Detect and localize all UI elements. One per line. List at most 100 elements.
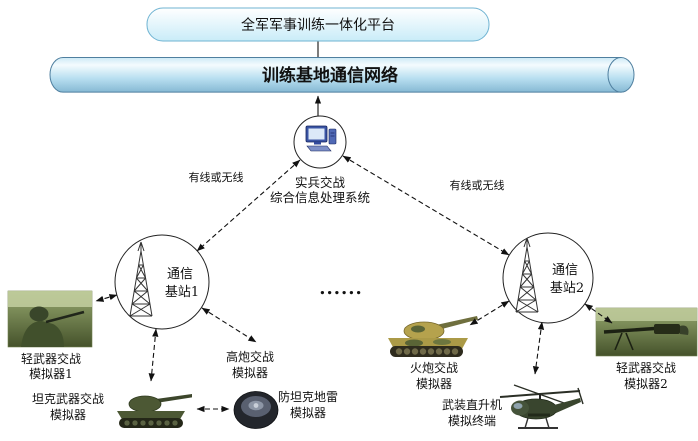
tank-wheel (123, 419, 131, 427)
machine-gun-body (654, 324, 680, 334)
station1-circle (114, 234, 210, 330)
heli-skid-strut (524, 417, 529, 429)
label-line2: 模拟器2 (624, 377, 668, 391)
artillery-camo-patch (405, 339, 423, 347)
link-processing-station1 (196, 159, 301, 252)
tank-wheel (155, 419, 163, 427)
bus-body (49, 57, 622, 93)
soldier-helmet (29, 306, 49, 322)
gunner-silhouette (680, 325, 689, 335)
keyboard (306, 145, 332, 152)
mine-fuze (253, 403, 259, 408)
machine-gun-barrel (603, 326, 663, 334)
station1-label-line1: 通信 (167, 267, 193, 282)
station2-label-line1: 通信 (552, 263, 578, 278)
link-processing-station2 (342, 155, 510, 256)
station1-label-line2: 基站1 (165, 285, 199, 300)
soldier-body (21, 321, 64, 347)
antenna-tower-icon (129, 241, 153, 317)
artillery-camo-patch (433, 339, 451, 345)
label-line2: 模拟器 (290, 406, 326, 420)
network-bus: 训练基地通信网络 (49, 57, 635, 93)
label-line1: 防坦克地雷 (278, 389, 338, 404)
bipod-leg (614, 332, 623, 351)
ellipsis-more-stations: ...... (319, 278, 363, 299)
attack-helicopter-image (499, 384, 584, 429)
artillery-barrel (436, 316, 478, 330)
platform-title: 全军军事训练一体化平台 (241, 17, 395, 34)
tank-wheel (147, 419, 155, 427)
light-weapons-photo-2 (595, 307, 698, 357)
antitank-mine-label: 防坦克地雷 模拟器 (278, 389, 338, 420)
label-line2: 模拟器 (50, 408, 86, 422)
processing-system-node: 实兵交战 综合信息处理系统 (270, 115, 370, 205)
label-line1: 轻武器交战 (616, 360, 676, 375)
bus-title: 训练基地通信网络 (262, 65, 398, 86)
artillery-wheel (435, 348, 443, 355)
processing-label-line1: 实兵交战 (295, 175, 346, 190)
aa-gun-label: 高炮交战 模拟器 (226, 349, 274, 380)
rifle (45, 310, 85, 324)
link-station2-artillery (469, 300, 510, 326)
artillery-wheel (427, 348, 435, 355)
bipod-leg (625, 332, 634, 351)
platform-box (146, 7, 490, 42)
label-line2: 模拟器 (416, 377, 452, 391)
artillery-wheel (411, 348, 419, 355)
label-line2: 模拟器 (232, 366, 268, 380)
artillery-wheel (419, 348, 427, 355)
artillery-wheel (451, 348, 459, 355)
antitank-mine-image (233, 391, 279, 429)
heli-canopy (513, 403, 523, 409)
platform-node: 全军军事训练一体化平台 (146, 7, 490, 42)
system-unit (328, 128, 337, 145)
heli-tail-boom (554, 398, 581, 413)
artillery-camo-patch (411, 325, 425, 333)
photo-sky (8, 291, 92, 307)
artillery-wheel (443, 348, 451, 355)
tank-barrel (156, 394, 192, 403)
label-line1: 轻武器交战 (21, 351, 81, 366)
base-station-1-node: 通信 基站1 (114, 234, 210, 330)
heli-skid-strut (545, 417, 550, 429)
bus-end-cap (607, 57, 635, 93)
heli-tail-rotor (577, 387, 584, 405)
link-station1-tank (148, 328, 159, 382)
link-station2-light-weapons-2 (584, 303, 613, 324)
computer-icon (305, 125, 337, 152)
processing-label-line2: 综合信息处理系统 (270, 190, 370, 205)
photo-sky (596, 308, 697, 321)
artillery-wheel (395, 348, 403, 355)
artillery-turret (403, 321, 445, 341)
artillery-wheel (403, 348, 411, 355)
label-line1: 武装直升机 (442, 398, 502, 412)
tank-image (117, 394, 192, 428)
tank-wheel (139, 419, 147, 427)
artillery-tank-image (388, 316, 478, 357)
monitor-screen (308, 128, 325, 140)
tank-weapons-label: 坦克武器交战 模拟器 (32, 391, 104, 422)
tank-wheel (171, 419, 179, 427)
monitor-stand (314, 142, 321, 145)
label-line1: 坦克武器交战 (32, 391, 104, 406)
link-station2-helicopter (532, 321, 545, 375)
label-line2: 模拟终端 (448, 413, 496, 428)
antenna-tower-icon (515, 237, 539, 313)
tank-turret (128, 395, 162, 413)
light-weapons-1-label: 轻武器交战 模拟器1 (21, 351, 81, 381)
light-weapons-photo-1 (7, 290, 93, 348)
light-weapons-2-label: 轻武器交战 模拟器2 (616, 360, 676, 391)
artillery-label: 火炮交战 模拟器 (410, 360, 458, 391)
tank-wheel (163, 419, 171, 427)
attack-helicopter-label: 武装直升机 模拟终端 (442, 398, 502, 428)
tank-wheel (131, 419, 139, 427)
station2-label-line2: 基站2 (550, 281, 584, 296)
label-line2: 模拟器1 (29, 367, 73, 381)
link-label-right: 有线或无线 (450, 178, 505, 192)
link-label-left: 有线或无线 (189, 170, 244, 184)
base-station-2-node: 通信 基站2 (502, 232, 594, 324)
link-station1-aa-gun (201, 307, 257, 343)
link-station1-light-weapons-1 (95, 294, 118, 302)
